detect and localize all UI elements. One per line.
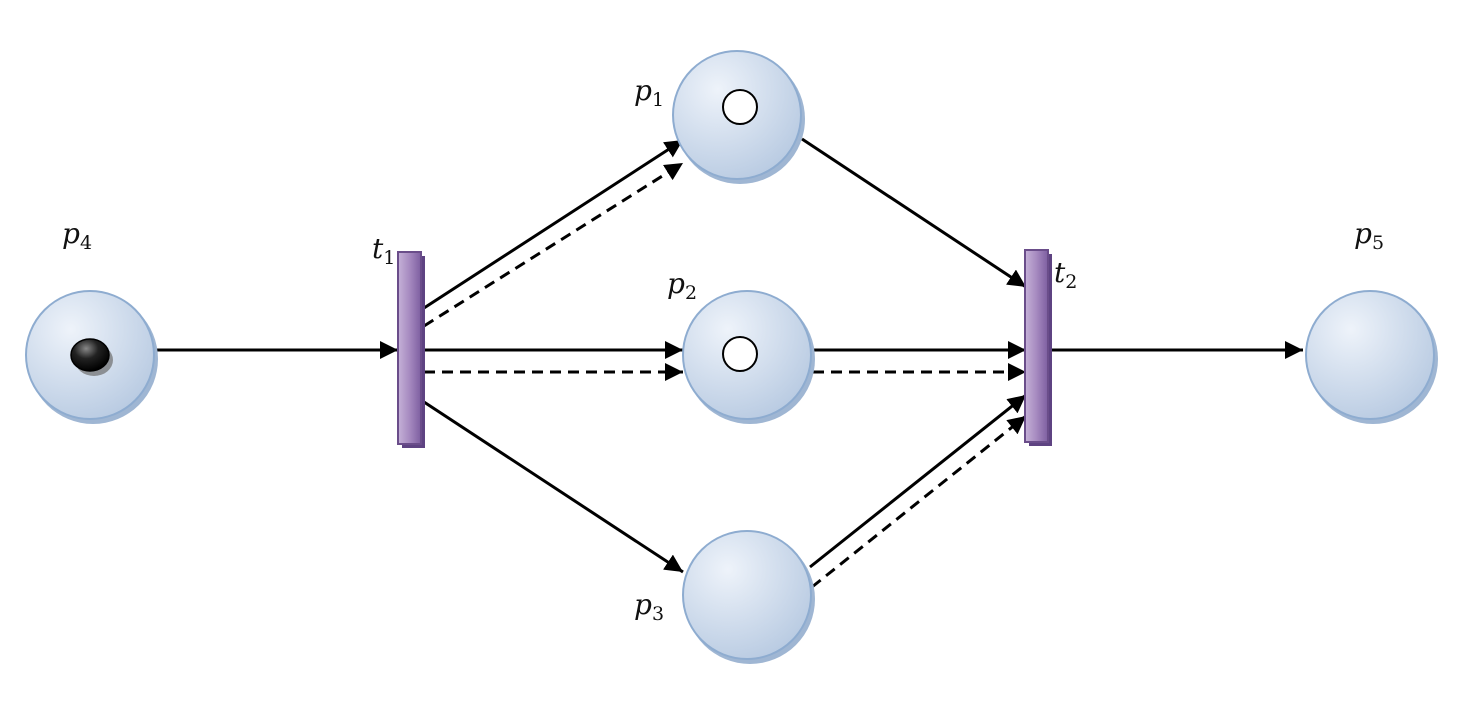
transition-bar — [1024, 249, 1049, 443]
place-circle — [1305, 290, 1435, 420]
label-p4: p4 — [62, 217, 92, 254]
token-filled — [70, 338, 110, 372]
place-p2 — [682, 290, 815, 424]
arc-t1-p3 — [423, 400, 684, 574]
token-hollow — [722, 89, 758, 125]
place-p5 — [1305, 290, 1438, 424]
label-p1: p1 — [634, 74, 664, 111]
arc-p3-t2-dashed — [811, 414, 1027, 589]
transition-t1 — [397, 251, 425, 448]
label-p2: p2 — [667, 267, 697, 304]
arc-t1-p1-dashed — [423, 161, 684, 328]
label-p5: p5 — [1354, 217, 1384, 254]
place-p3 — [682, 530, 815, 664]
arc-p3-t2 — [809, 393, 1027, 569]
label-t2: t2 — [1054, 256, 1077, 293]
label-t1: t1 — [372, 232, 395, 269]
place-p4 — [25, 290, 158, 424]
place-circle — [682, 530, 812, 660]
arcs-layer — [156, 137, 1303, 589]
transition-t2 — [1024, 249, 1052, 446]
place-p1 — [672, 50, 805, 184]
label-p3: p3 — [634, 588, 664, 625]
token-hollow — [722, 336, 758, 372]
transition-bar — [397, 251, 422, 445]
arc-p1-t2 — [801, 137, 1027, 289]
arc-t1-p1 — [423, 138, 684, 310]
